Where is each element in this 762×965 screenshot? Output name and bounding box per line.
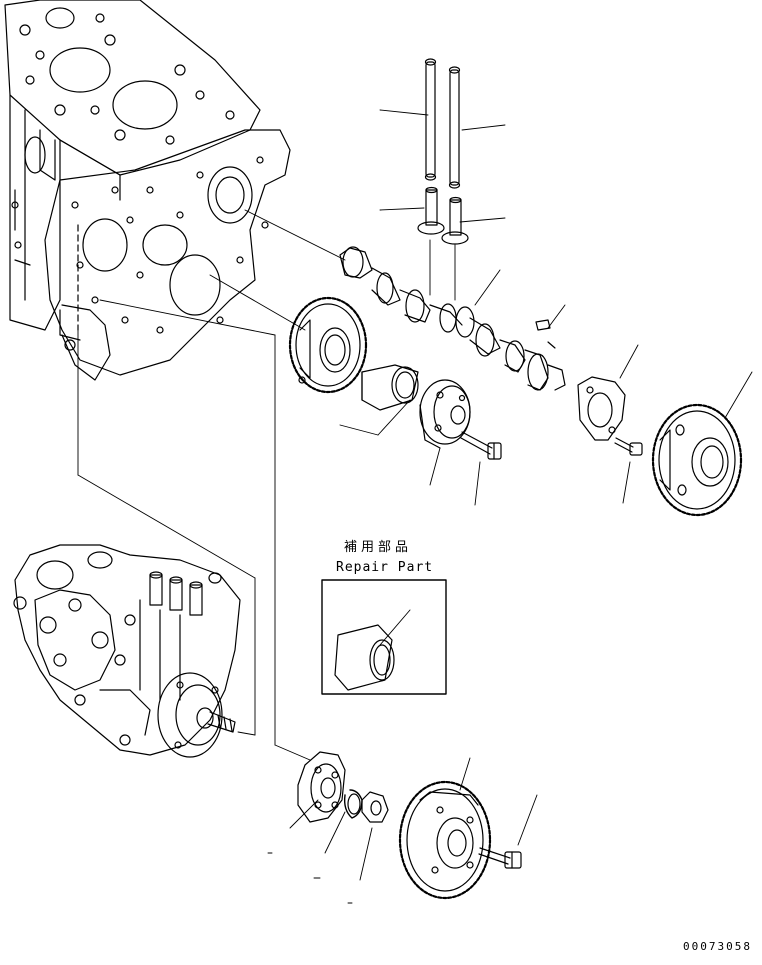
injection-pump: [13, 544, 241, 758]
camshaft-key: [535, 319, 551, 331]
lock-washer: [343, 789, 363, 819]
pump-drive-gear: [398, 780, 492, 900]
push-rod-1: [424, 58, 437, 181]
idler-gear: [288, 296, 368, 394]
repair-part-box: [321, 579, 447, 695]
push-rod-2: [448, 66, 461, 189]
repair-part-title-en: Repair Part: [336, 560, 433, 575]
tappet-1: [417, 186, 445, 235]
reference-lines: [77, 109, 753, 904]
pump-gear-bolt: [478, 847, 522, 869]
repair-part-title-jp: 補用部品: [344, 540, 412, 555]
cam-gear: [651, 403, 743, 517]
thrust-plate: [577, 376, 626, 441]
idler-shaft-bolt: [460, 431, 502, 460]
tappet-2: [441, 196, 469, 245]
camshaft: [339, 246, 566, 391]
idler-shaft: [419, 379, 471, 449]
document-number: 00073058: [683, 940, 752, 953]
pump-drive-flange: [297, 751, 346, 823]
pump-nut: [361, 791, 389, 823]
thrust-plate-bolt: [614, 437, 643, 456]
bushing: [361, 364, 419, 411]
engine-block: [4, 0, 291, 381]
